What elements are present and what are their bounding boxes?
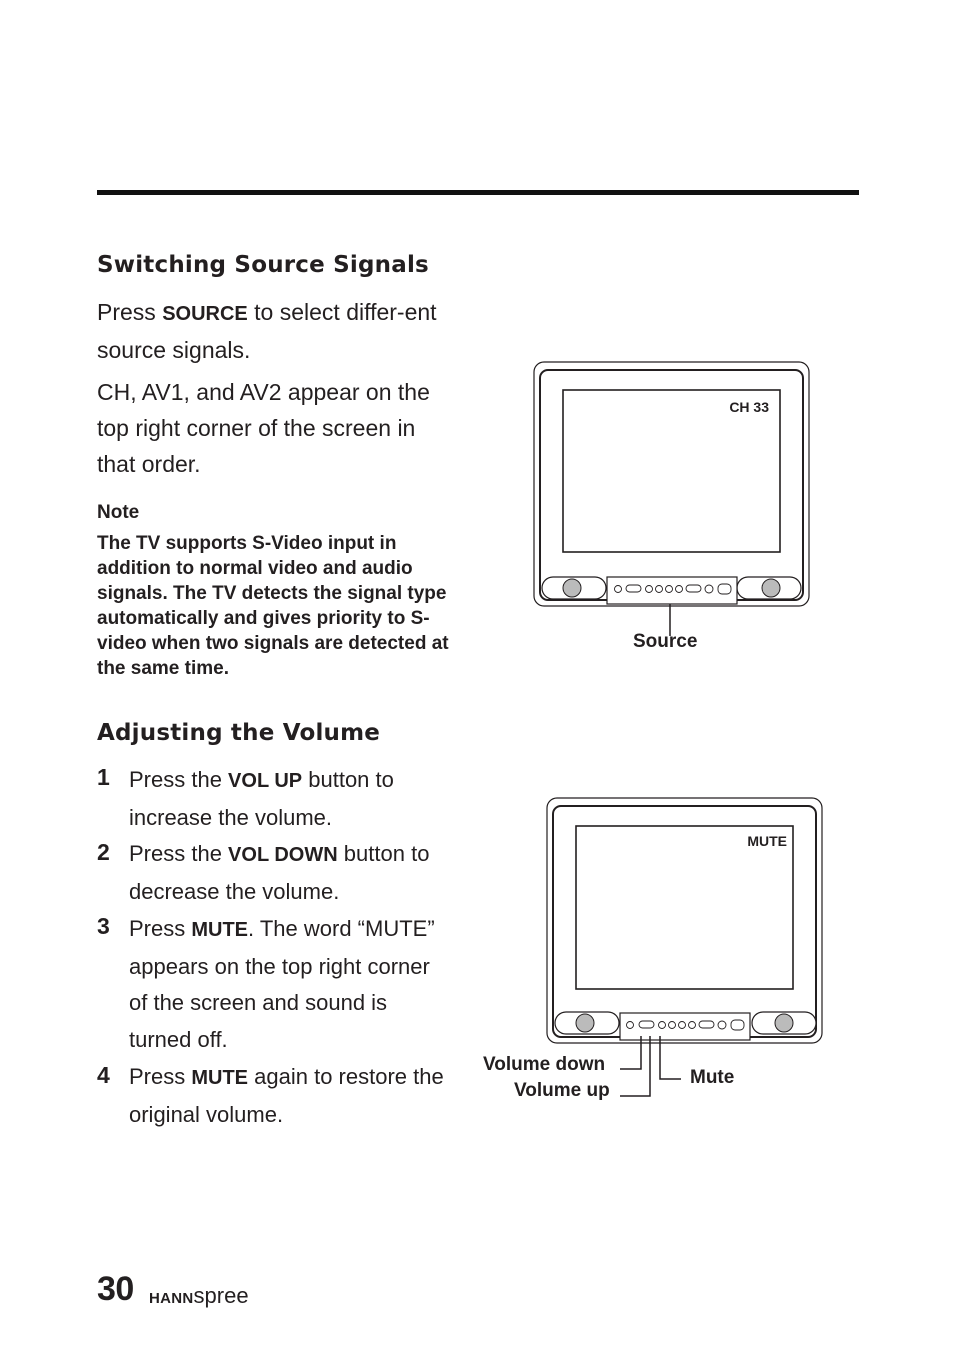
callout-volume-down: Volume down [483, 1054, 606, 1075]
key-source: SOURCE [162, 303, 248, 325]
brand-logo-light: spree [193, 1283, 249, 1308]
key-vol-down: VOL DOWN [228, 844, 338, 866]
step-3-text: Press MUTE. The word “MUTE” appears on t… [129, 911, 449, 1058]
text-fragment: button to decrease the volume. [129, 841, 430, 904]
tv-illustration-source: CH 33 [533, 361, 810, 636]
screen-osd-label: MUTE [747, 833, 787, 849]
section-heading-adjusting-volume: Adjusting the Volume [97, 720, 381, 746]
speaker-grille-left [562, 578, 582, 598]
header-rule [97, 190, 859, 195]
step-number: 1 [97, 764, 110, 790]
speaker-grille-right [774, 1013, 794, 1033]
text-fragment: Press [97, 299, 163, 325]
text-fragment: Press the [129, 841, 229, 866]
mute-button[interactable] [658, 1021, 666, 1029]
text-fragment: again to restore the original volume. [129, 1064, 444, 1127]
callout-source: Source [633, 631, 698, 652]
brand-logo: HANNspree [149, 1283, 249, 1309]
step-number: 4 [97, 1062, 110, 1088]
speaker-grille-right [761, 578, 781, 598]
mute-callout-line [659, 1036, 681, 1080]
note-text: The TV supports S-Video input in additio… [97, 533, 449, 679]
step-1-text: Press the VOL UP button to increase the … [129, 762, 449, 836]
volume-down-callout-line [620, 1036, 642, 1070]
note-title: Note [97, 502, 140, 523]
callout-mute: Mute [690, 1067, 735, 1088]
brand-logo-bold: HANN [149, 1290, 194, 1307]
source-button[interactable] [625, 584, 642, 593]
volume-up-callout-line [620, 1036, 651, 1097]
text-fragment: . The word “MUTE” appears on the top rig… [129, 916, 435, 1052]
step-2-text: Press the VOL DOWN button to decrease th… [129, 836, 449, 910]
text-fragment: Press the [129, 767, 229, 792]
source-order-paragraph: CH, AV1, and AV2 appear on the top right… [97, 379, 430, 477]
text-fragment: Press [129, 916, 192, 941]
section-heading-switching-source: Switching Source Signals [97, 252, 429, 278]
key-vol-up: VOL UP [228, 770, 303, 792]
screen-osd-label: CH 33 [729, 399, 769, 415]
text-fragment: button to increase the volume. [129, 767, 394, 830]
callout-volume-up: Volume up [514, 1080, 610, 1101]
step-number: 2 [97, 839, 110, 865]
key-mute: MUTE [191, 1067, 249, 1089]
text-fragment: to select differ-ent source signals. [97, 299, 437, 363]
tv-illustration-volume: MUTE [546, 797, 823, 1097]
step-number: 3 [97, 913, 110, 939]
speaker-grille-left [575, 1013, 595, 1033]
volume-rocker-button[interactable] [638, 1020, 655, 1029]
page-number: 30 [97, 1270, 134, 1308]
text-fragment: Press [129, 1064, 192, 1089]
key-mute: MUTE [191, 919, 249, 941]
source-instruction: Press SOURCE to select differ-ent source… [97, 294, 447, 368]
step-4-text: Press MUTE again to restore the original… [129, 1059, 449, 1133]
